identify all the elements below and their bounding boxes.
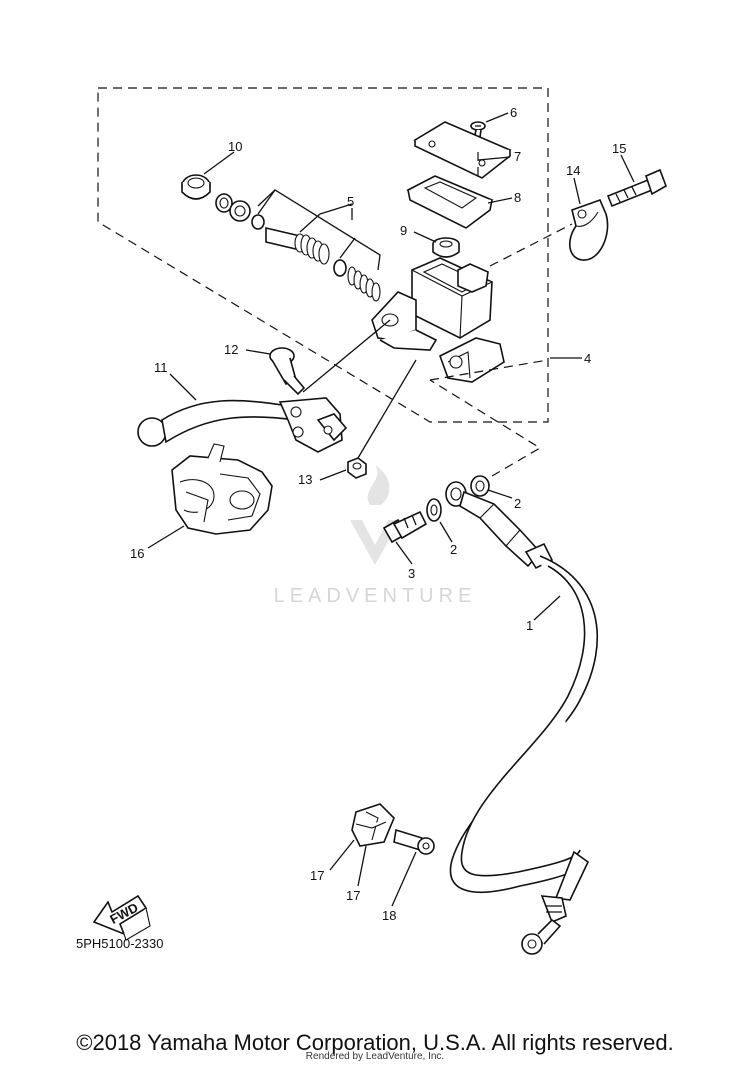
part-8-diaphragm	[406, 175, 494, 229]
part-14-clamp	[569, 198, 609, 261]
part-13-nut	[347, 457, 367, 479]
callout-13: 13	[298, 472, 312, 487]
callout-14: 14	[566, 163, 580, 178]
callout-17b: 17	[346, 888, 360, 903]
part-2-washer-a	[426, 498, 442, 522]
callout-1: 1	[526, 618, 533, 633]
part-5-piston-kit	[251, 189, 381, 302]
mount-line-2	[429, 359, 549, 381]
circlip	[215, 193, 233, 213]
callout-11: 11	[154, 360, 168, 375]
callout-4: 4	[584, 351, 591, 366]
assembly-boundary	[97, 87, 549, 423]
callout-16: 16	[130, 546, 144, 561]
hose-mount-line	[429, 379, 542, 477]
callout-18: 18	[382, 908, 396, 923]
rendered-by-notice: Rendered by LeadVenture, Inc.	[305, 1051, 445, 1062]
return-spring	[347, 266, 381, 302]
part-10-boot	[181, 174, 211, 200]
callout-8: 8	[514, 190, 521, 205]
part-3-union-bolt	[382, 510, 428, 544]
part-4-master-cylinder	[371, 257, 505, 383]
callout-17a: 17	[310, 868, 324, 883]
watermark-logo	[350, 465, 400, 565]
callout-3: 3	[408, 566, 415, 581]
copyright-notice: ©2018 Yamaha Motor Corporation, U.S.A. A…	[76, 1030, 674, 1055]
part-15-bolt	[606, 168, 667, 208]
callout-6: 6	[510, 105, 517, 120]
part-7-cap	[413, 121, 512, 179]
part-18-bolt	[393, 828, 435, 855]
mount-line	[489, 223, 573, 267]
part-11-lever	[137, 397, 348, 453]
leader-lines	[147, 112, 635, 907]
callout-5: 5	[347, 194, 354, 209]
watermark-text: LEADVENTURE	[274, 585, 477, 607]
fwd-arrow-icon: FWD	[92, 894, 151, 941]
watermark: LEADVENTURE	[274, 465, 477, 607]
part-9-boot	[432, 237, 460, 258]
callouts: 1 2 2 3 4 5 6 7 8 9 10 11 12 13 14 15 16…	[130, 105, 626, 923]
callout-12: 12	[224, 342, 238, 357]
callout-2b: 2	[514, 496, 521, 511]
callout-10: 10	[228, 139, 242, 154]
part-16-assembly	[171, 443, 273, 535]
part-1-brake-hose	[445, 481, 599, 955]
callout-15: 15	[612, 141, 626, 156]
piston-washer	[229, 200, 251, 222]
callout-9: 9	[400, 223, 407, 238]
callout-7: 7	[514, 149, 521, 164]
diagram-code: 5PH5100-2330	[76, 936, 163, 951]
pivot-line	[302, 319, 391, 393]
callout-2a: 2	[450, 542, 457, 557]
part-12-pivot-bolt	[269, 347, 306, 396]
nut-line	[357, 359, 417, 459]
part-17-hose-clamp	[351, 803, 395, 847]
part-2-washer-b	[470, 475, 490, 497]
